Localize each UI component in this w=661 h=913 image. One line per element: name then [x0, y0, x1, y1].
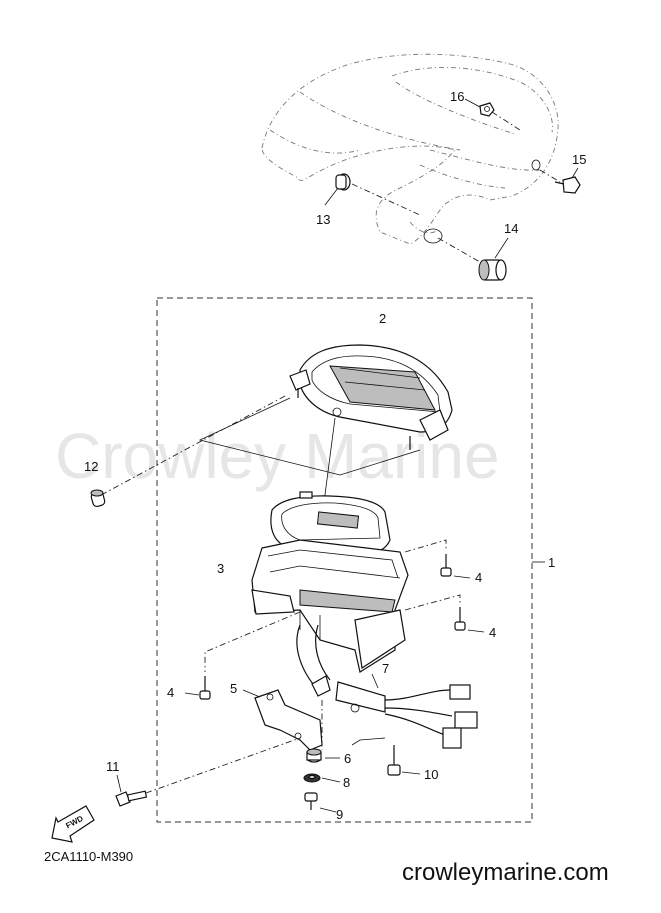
sub-harness-7 [335, 673, 478, 749]
callout-10: 10 [424, 767, 438, 782]
grommet-6 [306, 748, 322, 763]
top-leaders [324, 98, 579, 263]
callout-13: 13 [316, 212, 330, 227]
callout-9: 9 [336, 807, 343, 822]
collar-13 [335, 173, 351, 191]
callout-3: 3 [217, 561, 224, 576]
callout-4-upper: 4 [475, 570, 482, 585]
callout-11: 11 [106, 759, 120, 774]
bolt-11 [115, 737, 301, 807]
fwd-arrow-icon: FWD [51, 805, 95, 843]
screw-9 [304, 792, 318, 810]
callout-8: 8 [343, 775, 350, 790]
callout-6: 6 [344, 751, 351, 766]
screw-leaders [184, 539, 485, 696]
callout-14: 14 [504, 221, 518, 236]
center-leaders [319, 700, 386, 813]
callout-5: 5 [230, 681, 237, 696]
callout-1: 1 [548, 555, 555, 570]
website-url: crowleymarine.com [402, 859, 609, 886]
wire-harness [296, 624, 331, 697]
callout-4-middle: 4 [489, 625, 496, 640]
callout-16: 16 [450, 89, 464, 104]
callout-7: 7 [382, 661, 389, 676]
callout-15: 15 [572, 152, 586, 167]
screw-4-left [199, 676, 211, 700]
meter-body-3 [251, 491, 409, 673]
screw-10 [387, 745, 421, 776]
screw-4-upper [440, 554, 452, 577]
assembly-box [156, 297, 533, 823]
bracket-5 [242, 689, 323, 751]
meter-lens-2 [289, 344, 453, 450]
meter-cover-outline [261, 53, 559, 245]
callout-2: 2 [379, 311, 386, 326]
collar-12 [90, 489, 106, 508]
diagram-code: 2CA1110-M390 [44, 849, 133, 864]
callout-12: 12 [84, 459, 98, 474]
callout-4-left: 4 [167, 685, 174, 700]
grommet-14 [478, 259, 507, 281]
screw-4-middle [454, 607, 466, 631]
washer-8 [303, 773, 321, 783]
bolt-15 [554, 176, 581, 194]
grommet-16 [479, 102, 495, 117]
